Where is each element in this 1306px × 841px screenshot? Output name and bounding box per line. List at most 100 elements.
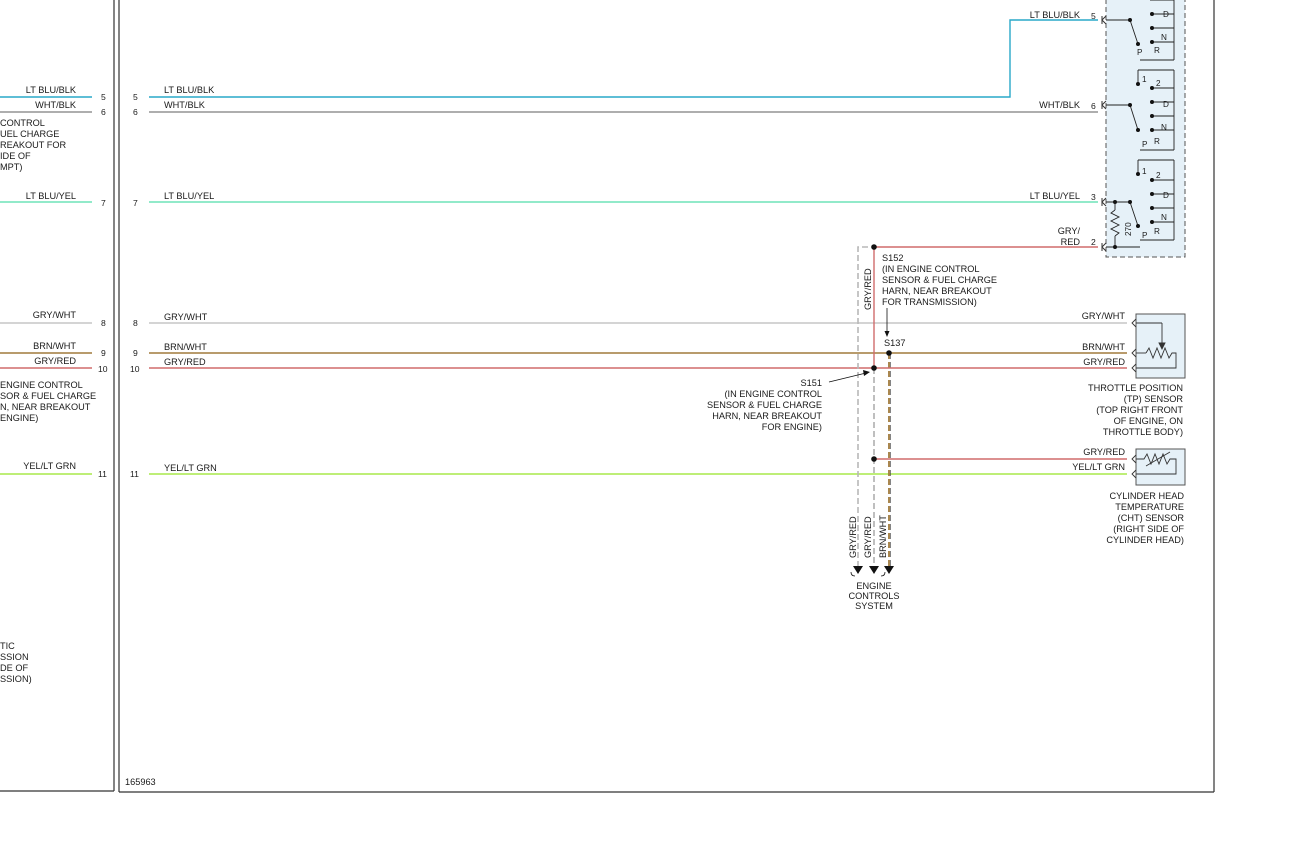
svg-text:(RIGHT SIDE OF: (RIGHT SIDE OF [1113,524,1184,534]
svg-text:MPT): MPT) [0,162,22,172]
svg-text:(TP) SENSOR: (TP) SENSOR [1124,394,1184,404]
range-sensor-pins: LT BLU/BLK 5 WHT/BLK 6 LT BLU/YEL 3 GRY/… [1030,10,1096,247]
svg-text:SENSOR & FUEL CHARGE: SENSOR & FUEL CHARGE [882,275,997,285]
svg-text:BRN/WHT: BRN/WHT [1082,342,1125,352]
svg-text:CONTROLS: CONTROLS [848,591,899,601]
svg-text:SYSTEM: SYSTEM [855,601,893,611]
tp-sensor-pins: GRY/WHT BRN/WHT GRY/RED [1082,311,1126,367]
tp-sensor-name: THROTTLE POSITION (TP) SENSOR (TOP RIGHT… [1088,383,1183,437]
svg-text:GRY/RED: GRY/RED [1083,357,1125,367]
main-wire-label-6: WHT/BLK [164,100,206,110]
left-pin-6: 6 [101,107,106,117]
svg-text:YEL/LT GRN: YEL/LT GRN [1072,462,1125,472]
main-wires: 5 LT BLU/BLK 6 WHT/BLK 7 LT BLU/YEL 8 GR… [130,19,1127,479]
svg-text:P: P [1142,140,1148,149]
svg-text:N, NEAR BREAKOUT: N, NEAR BREAKOUT [0,402,91,412]
svg-text:R: R [1154,46,1160,55]
main-pin-10: 10 [130,364,140,374]
cht-sensor [1131,448,1186,486]
svg-text:TEMPERATURE: TEMPERATURE [1115,502,1184,512]
cht-sensor-name: CYLINDER HEAD TEMPERATURE (CHT) SENSOR (… [1106,491,1184,545]
main-wire-label-11: YEL/LT GRN [164,463,217,473]
svg-text:HARN, NEAR BREAKOUT: HARN, NEAR BREAKOUT [882,286,992,296]
svg-text:(IN ENGINE CONTROL: (IN ENGINE CONTROL [882,264,980,274]
svg-text:S151: S151 [801,378,822,388]
main-wire-label-5: LT BLU/BLK [164,85,215,95]
svg-text:SOR & FUEL CHARGE: SOR & FUEL CHARGE [0,391,96,401]
splice-s137-label: S137 [884,338,905,348]
svg-text:2: 2 [1091,237,1096,247]
svg-text:GRY/: GRY/ [1058,226,1081,236]
svg-text:1: 1 [1142,75,1147,84]
svg-text:SENSOR & FUEL CHARGE: SENSOR & FUEL CHARGE [707,400,822,410]
svg-text:S152: S152 [882,253,903,263]
svg-text:RED: RED [1061,237,1081,247]
engine-controls-label: ENGINE CONTROLS SYSTEM [848,581,899,611]
svg-text:ENGINE): ENGINE) [0,413,38,423]
left-pin-8: 8 [101,318,106,328]
svg-text:WHT/BLK: WHT/BLK [1039,100,1081,110]
main-panel-frame [118,0,1215,793]
splice-s137-dot [886,350,892,356]
splice-cht-dot [871,456,877,462]
svg-text:SSION: SSION [0,652,29,662]
s152-pointer [884,308,890,337]
left-pin-10: 10 [98,364,108,374]
left-note-2: ENGINE CONTROL SOR & FUEL CHARGE N, NEAR… [0,380,96,423]
svg-text:SSION): SSION) [0,674,32,684]
svg-text:R: R [1154,227,1160,236]
s151-pointer [828,370,870,383]
left-wire-label-11: YEL/LT GRN [23,461,76,471]
splice-s152-dot [871,244,877,250]
left-pin-7: 7 [101,198,106,208]
svg-text:DE OF: DE OF [0,663,28,673]
main-wire-label-8: GRY/WHT [164,312,208,322]
vert-label-gry-red-1: GRY/RED [848,516,858,558]
svg-text:(IN ENGINE CONTROL: (IN ENGINE CONTROL [725,389,823,399]
svg-text:D: D [1163,191,1169,200]
svg-text:FOR ENGINE): FOR ENGINE) [762,422,822,432]
vert-label-brn-wht: BRN/WHT [878,515,888,558]
main-pin-6: 6 [133,107,138,117]
main-pin-11: 11 [130,469,139,479]
svg-text:CYLINDER HEAD): CYLINDER HEAD) [1106,535,1184,545]
left-wire-label-10: GRY/RED [34,356,76,366]
splice-s151-label: S151 (IN ENGINE CONTROL SENSOR & FUEL CH… [707,378,822,432]
svg-text:LT BLU/YEL: LT BLU/YEL [1030,191,1080,201]
vert-label-gry-red-2: GRY/RED [863,516,873,558]
engine-controls-arrows [850,566,894,577]
svg-text:CYLINDER HEAD: CYLINDER HEAD [1109,491,1184,501]
left-pin-9: 9 [101,348,106,358]
vert-label-gry-red-top: GRY/RED [863,268,873,310]
wire-lt-blu-blk [149,19,1098,98]
svg-text:THROTTLE BODY): THROTTLE BODY) [1103,427,1183,437]
svg-text:ENGINE CONTROL: ENGINE CONTROL [0,380,83,390]
left-pin-5: 5 [101,92,106,102]
left-wire-label-7: LT BLU/YEL [26,191,76,201]
svg-text:ENGINE: ENGINE [856,581,891,591]
svg-text:5: 5 [1091,11,1096,21]
svg-text:GRY/RED: GRY/RED [1083,447,1125,457]
main-wire-label-7: LT BLU/YEL [164,191,214,201]
svg-text:P: P [1142,231,1148,240]
splice-s152-label: S152 (IN ENGINE CONTROL SENSOR & FUEL CH… [882,253,997,307]
svg-text:2: 2 [1156,171,1161,180]
svg-text:1: 1 [1142,167,1147,176]
left-pin-11: 11 [98,469,107,479]
left-wire-label-8: GRY/WHT [33,310,77,320]
svg-text:D: D [1163,10,1169,19]
svg-text:LT BLU/BLK: LT BLU/BLK [1030,10,1081,20]
diagram-id: 165963 [125,777,156,787]
svg-text:3: 3 [1091,192,1096,202]
svg-text:N: N [1161,123,1167,132]
svg-text:6: 6 [1091,101,1096,111]
splice-s151-dot [871,365,877,371]
svg-text:TIC: TIC [0,641,15,651]
svg-text:IDE OF: IDE OF [0,151,31,161]
main-pin-8: 8 [133,318,138,328]
main-pin-5: 5 [133,92,138,102]
svg-text:THROTTLE POSITION: THROTTLE POSITION [1088,383,1183,393]
svg-text:FOR TRANSMISSION): FOR TRANSMISSION) [882,297,977,307]
svg-text:R: R [1154,137,1160,146]
